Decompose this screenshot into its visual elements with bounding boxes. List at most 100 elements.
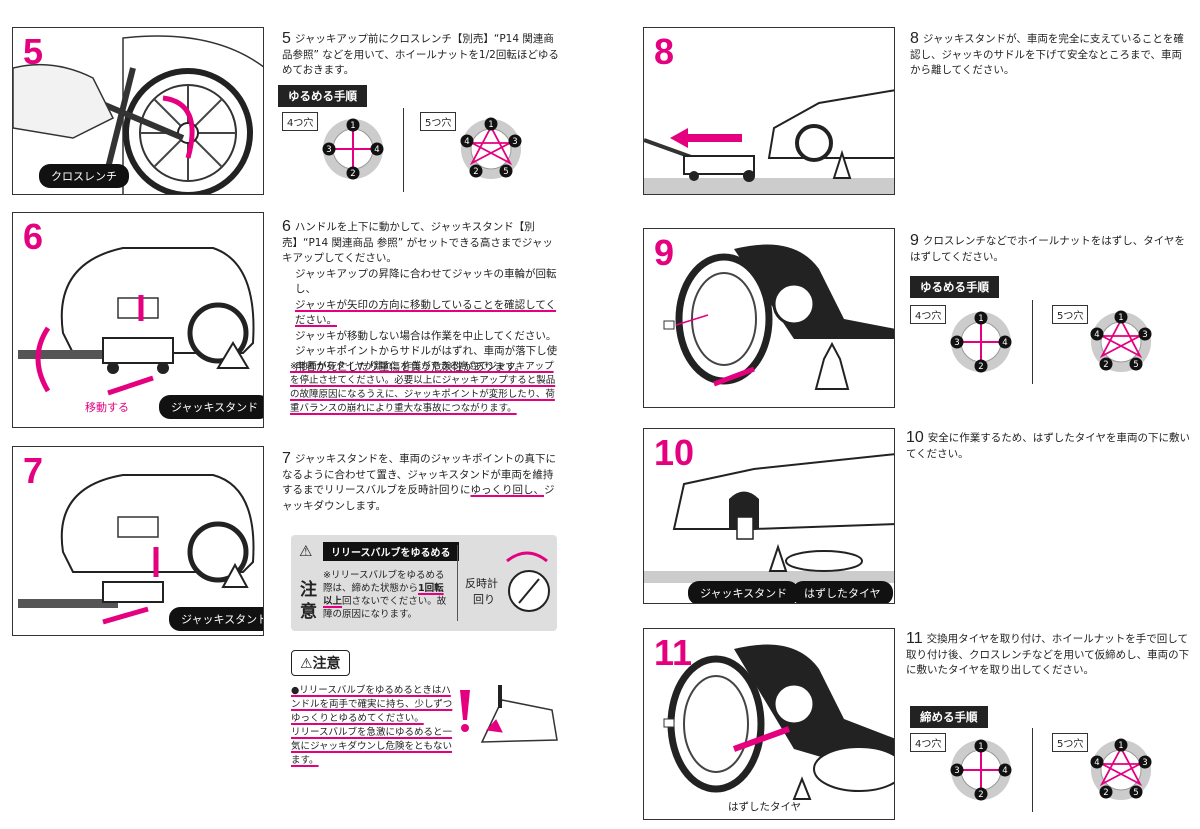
bolt-number: 1 [978,742,983,752]
bolt-marker [998,763,1012,777]
label-tag-jack-stand: ジャッキスタンド [688,581,800,603]
bolt-marker [1099,785,1113,799]
bolt-number: 2 [1103,360,1108,370]
bolt-marker [950,335,964,349]
loosen-heading-9: ゆるめる手順 [910,276,999,298]
four-hole-label: 4つ穴 [282,112,319,131]
panel-step-7: 7 ジャッキスタンド [12,446,264,636]
bolt-marker [370,142,384,156]
bolt-number: 4 [464,137,469,147]
four-hole-diagram: 1 4 2 3 [950,739,1012,801]
bolt-number: 3 [954,338,959,348]
bolt-number: 1 [1118,741,1123,751]
caution-head: リリースバルブをゆるめる [323,542,459,561]
illustration-remove-tire [663,244,894,390]
five-hole-label: 5つ穴 [1052,733,1089,752]
illustration-car-drop [460,685,558,743]
bolt-number: 2 [978,362,983,372]
five-hole-diagram: 1 3 5 2 4 [1090,738,1152,800]
illustration-tire-under-car [644,453,894,583]
bolt-number: 1 [350,121,355,131]
bolt-marker [974,787,988,801]
illustration-remove-jack [644,89,894,194]
four-hole-label: 4つ穴 [910,305,947,324]
bolt-number: 4 [374,145,379,155]
bolt-number: 5 [503,167,508,177]
panel-step-8: 8 [643,27,895,195]
label-tag: クロスレンチ [39,164,129,188]
bolt-marker [1138,327,1152,341]
bolt-number: 1 [1118,313,1123,323]
caution-2-text: ●リリースバルブをゆるめるときはハンドルを両手で確実に持ち、少しずつゆっくりとゆ… [291,685,453,766]
bolt-number: 5 [1133,788,1138,798]
bolt-marker [1114,738,1128,752]
step-number: 8 [654,31,675,72]
illustration-jack-up [18,247,255,396]
bolt-number: 4 [1094,758,1099,768]
step-number: 6 [23,216,44,257]
bolt-marker [499,164,513,178]
warning-triangle-icon: ⚠ [300,656,313,672]
bolt-number: 1 [978,314,983,324]
bolt-number: 3 [954,766,959,776]
step-number: 5 [23,31,44,72]
bolt-number: 3 [1142,758,1147,768]
bolt-marker [346,166,360,180]
label-tag: ジャッキスタンド [159,395,263,419]
caution-text: ※リリースバルブをゆるめる際は、締めた状態から1回転以上回さないでください。故障… [323,570,447,620]
bolt-marker [460,134,474,148]
loosen-heading: ゆるめる手順 [278,85,367,107]
caution-title-box: ⚠注意 [291,650,350,676]
five-hole-label: 5つ穴 [1052,305,1089,324]
bolt-number: 3 [326,145,331,155]
step-number: 11 [654,632,693,673]
panel-step-6: 6 移動する ジャッキスタンド [12,212,264,428]
bolt-marker [974,359,988,373]
bolt-number: 1 [488,120,493,130]
panel-step-10: 10 ジャッキスタンド はずしたタイヤ [643,428,895,604]
bolt-number: 5 [1133,360,1138,370]
removed-tire-label: はずしたタイヤ [728,801,802,813]
move-label: 移動する [85,401,129,414]
label-tag-removed-tire: はずしたタイヤ [792,581,893,603]
illustration-mount-tire [663,644,894,800]
step-number: 10 [654,432,695,473]
bolt-marker [322,142,336,156]
bolt-marker [484,117,498,131]
bolt-marker [1138,755,1152,769]
bolt-marker [508,134,522,148]
bolt-number: 2 [978,790,983,800]
bolt-marker [1114,310,1128,324]
bolt-marker [1090,327,1104,341]
bolt-marker [974,739,988,753]
panel-step-5: 5 クロスレンチ [12,27,264,195]
bolt-marker [1099,357,1113,371]
bolt-number: 2 [1103,788,1108,798]
tighten-heading: 締める手順 [910,706,988,728]
illustration-wheel-crosswrench [13,35,263,194]
bolt-marker [1129,357,1143,371]
bolt-number: 4 [1094,330,1099,340]
panel-step-11: 11 はずしたタイヤ [643,628,895,820]
bolt-number: 4 [1002,766,1007,776]
bolt-marker [1129,785,1143,799]
step-6-note: ※地面からタイヤが離れ、作業ができる高さでジャッキアップを停止させてください。必… [290,361,556,414]
label-tag: ジャッキスタンド [169,607,263,631]
bolt-marker [998,335,1012,349]
caution-box-release-valve: ⚠ リリースバルブをゆるめる 注 意 ※リリースバルブをゆるめる際は、締めた状態… [291,535,557,631]
divider [403,108,404,192]
panel-step-9: 9 [643,228,895,408]
divider [1032,300,1033,384]
step-number: 9 [654,232,675,273]
illustration-jack-down [18,474,255,625]
